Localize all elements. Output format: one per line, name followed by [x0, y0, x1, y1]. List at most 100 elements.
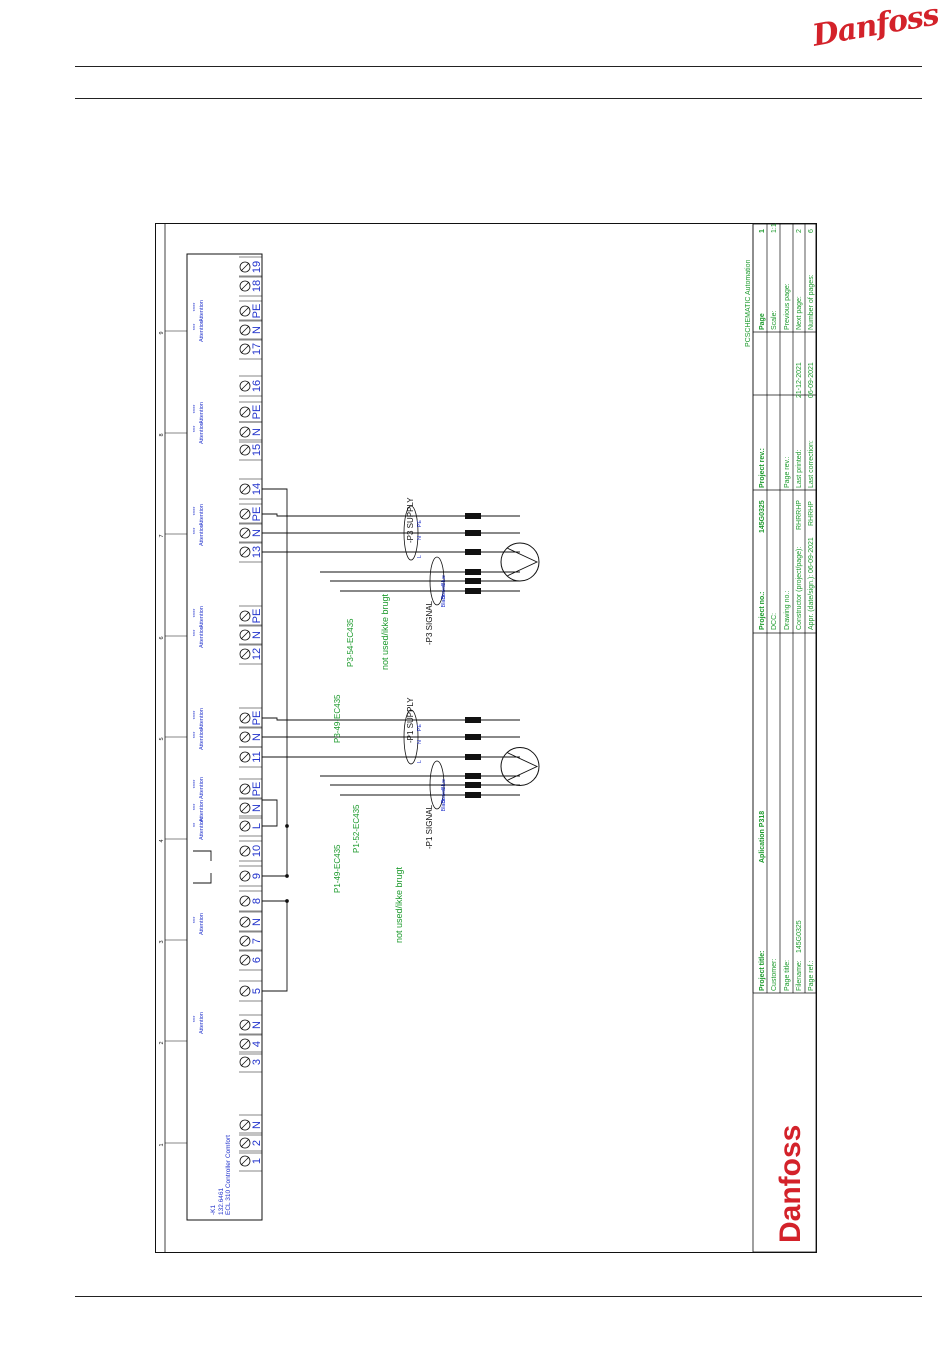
terminal-screw-icon	[239, 610, 251, 622]
title-block-label: Customer:	[771, 959, 778, 991]
terminal-screw-icon	[239, 1119, 251, 1131]
title-block-value: 6	[808, 229, 815, 233]
terminal-screw-slot	[240, 986, 250, 996]
terminal-screw-icon	[239, 1038, 251, 1050]
attention-label: Attention	[199, 524, 205, 546]
terminal-label: PE	[251, 711, 263, 726]
attention-stars: ****	[193, 608, 199, 618]
terminal-label: 1	[251, 1158, 263, 1164]
terminal-label: 10	[251, 845, 263, 857]
pump-signal-label: -P1 SIGNAL	[425, 804, 434, 849]
grid-number: 1	[159, 1143, 165, 1146]
terminal-screw-icon	[239, 1056, 251, 1068]
controller-id: -K1	[210, 1205, 217, 1216]
title-block-label: Project no.:	[759, 591, 766, 630]
attention-label: Attention	[199, 402, 205, 424]
cable-bundle-signal	[429, 556, 445, 606]
terminal-label: PE	[251, 507, 263, 522]
wire-label-n: N	[417, 536, 423, 540]
terminal-screw-slot	[240, 630, 250, 640]
wire-label-black: Black	[441, 798, 447, 812]
connector-block	[465, 569, 481, 575]
terminal-screw-slot	[240, 281, 250, 291]
terminal-label: N	[251, 428, 263, 436]
unused-note: not used/ikke brugt	[394, 866, 404, 943]
attention-stars: ****	[193, 302, 199, 312]
attention-label: Attention	[199, 1012, 205, 1034]
terminal-screw-icon	[239, 751, 251, 763]
attention-stars: ***	[193, 731, 199, 738]
terminal-screw-slot	[240, 325, 250, 335]
attention-label: Attention	[199, 422, 205, 444]
terminal-screw-icon	[239, 280, 251, 292]
pump-supply-label: -P3 SUPPLY	[406, 497, 415, 543]
title-block-label: Project rev.:	[759, 448, 766, 488]
title-block-value: 21-12-2021	[796, 362, 803, 398]
attention-label: Attention	[199, 606, 205, 628]
cable-bundle-supply	[403, 505, 419, 561]
terminal-screw-icon	[239, 380, 251, 392]
terminal-screw-icon	[239, 406, 251, 418]
attention-label: Attention	[199, 800, 205, 822]
grid-number: 3	[159, 940, 165, 943]
wire-label-black: Black	[441, 594, 447, 608]
title-block-label: Page	[759, 313, 766, 330]
terminal-label: PE	[251, 782, 263, 797]
terminal-label: 19	[251, 261, 263, 273]
terminal-label: 2	[251, 1140, 263, 1146]
terminal-screw-icon	[239, 629, 251, 641]
terminal-screw-slot	[240, 713, 250, 723]
terminal-label: PE	[251, 304, 263, 319]
terminal-screw-slot	[240, 846, 250, 856]
attention-stars: ***	[193, 527, 199, 534]
terminal-label: 9	[251, 873, 263, 879]
terminal-screw-icon	[239, 1137, 251, 1149]
grid-number: 4	[159, 839, 165, 842]
sheet-frame	[155, 223, 817, 1253]
terminal-screw-icon	[239, 648, 251, 660]
attention-label: Attention	[199, 728, 205, 750]
connector-block	[465, 578, 481, 584]
terminal-label: 6	[251, 957, 263, 963]
terminal-label: 15	[251, 444, 263, 456]
title-block-header: PCSCHEMATIC Automation	[745, 259, 752, 347]
footer-rule	[75, 1296, 922, 1297]
terminal-screw-slot	[240, 262, 250, 272]
wire-label-pe: PE	[417, 520, 423, 528]
title-block-label: Page rev.:	[784, 457, 791, 488]
attention-label: Attention	[199, 818, 205, 840]
title-block-label: Last printed:	[796, 449, 803, 488]
attention-stars: ***	[193, 1015, 199, 1022]
connector-block	[465, 717, 481, 723]
terminal-screw-slot	[240, 803, 250, 813]
terminal-screw-icon	[239, 426, 251, 438]
terminal-screw-slot	[240, 1120, 250, 1130]
terminal-screw-slot	[240, 528, 250, 538]
grid-number: 5	[159, 737, 165, 740]
title-block-value: 1:1	[771, 223, 778, 233]
supply-wire-pe	[262, 513, 520, 517]
wire-label-n: N	[417, 740, 423, 744]
terminal-label: 3	[251, 1059, 263, 1065]
header-rule-top	[75, 66, 922, 67]
connector-block	[465, 734, 481, 740]
unused-note: not used/ikke brugt	[380, 593, 390, 670]
terminal-strip: 12N34N567N8910LNPE11NPE12NPE13NPE1415NPE…	[239, 256, 263, 1172]
terminal-screw-slot	[240, 611, 250, 621]
controller-name: ECL 310 Controller Comfort	[225, 1135, 232, 1215]
pump-icon	[500, 542, 540, 582]
attention-label: Attention	[199, 913, 205, 935]
wire-label-blue: Blue	[441, 779, 447, 790]
terminal-label: 11	[251, 751, 263, 762]
cable-bundle-signal	[429, 760, 445, 810]
terminal-screw-icon	[239, 870, 251, 882]
attention-label: Attention	[199, 320, 205, 342]
terminal-screw-icon	[239, 343, 251, 355]
terminal-screw-slot	[240, 381, 250, 391]
terminal-screw-slot	[240, 344, 250, 354]
brand-logo: Danfoss	[809, 0, 942, 54]
terminal-screw-icon	[239, 546, 251, 558]
terminal-label: N	[251, 1121, 263, 1129]
